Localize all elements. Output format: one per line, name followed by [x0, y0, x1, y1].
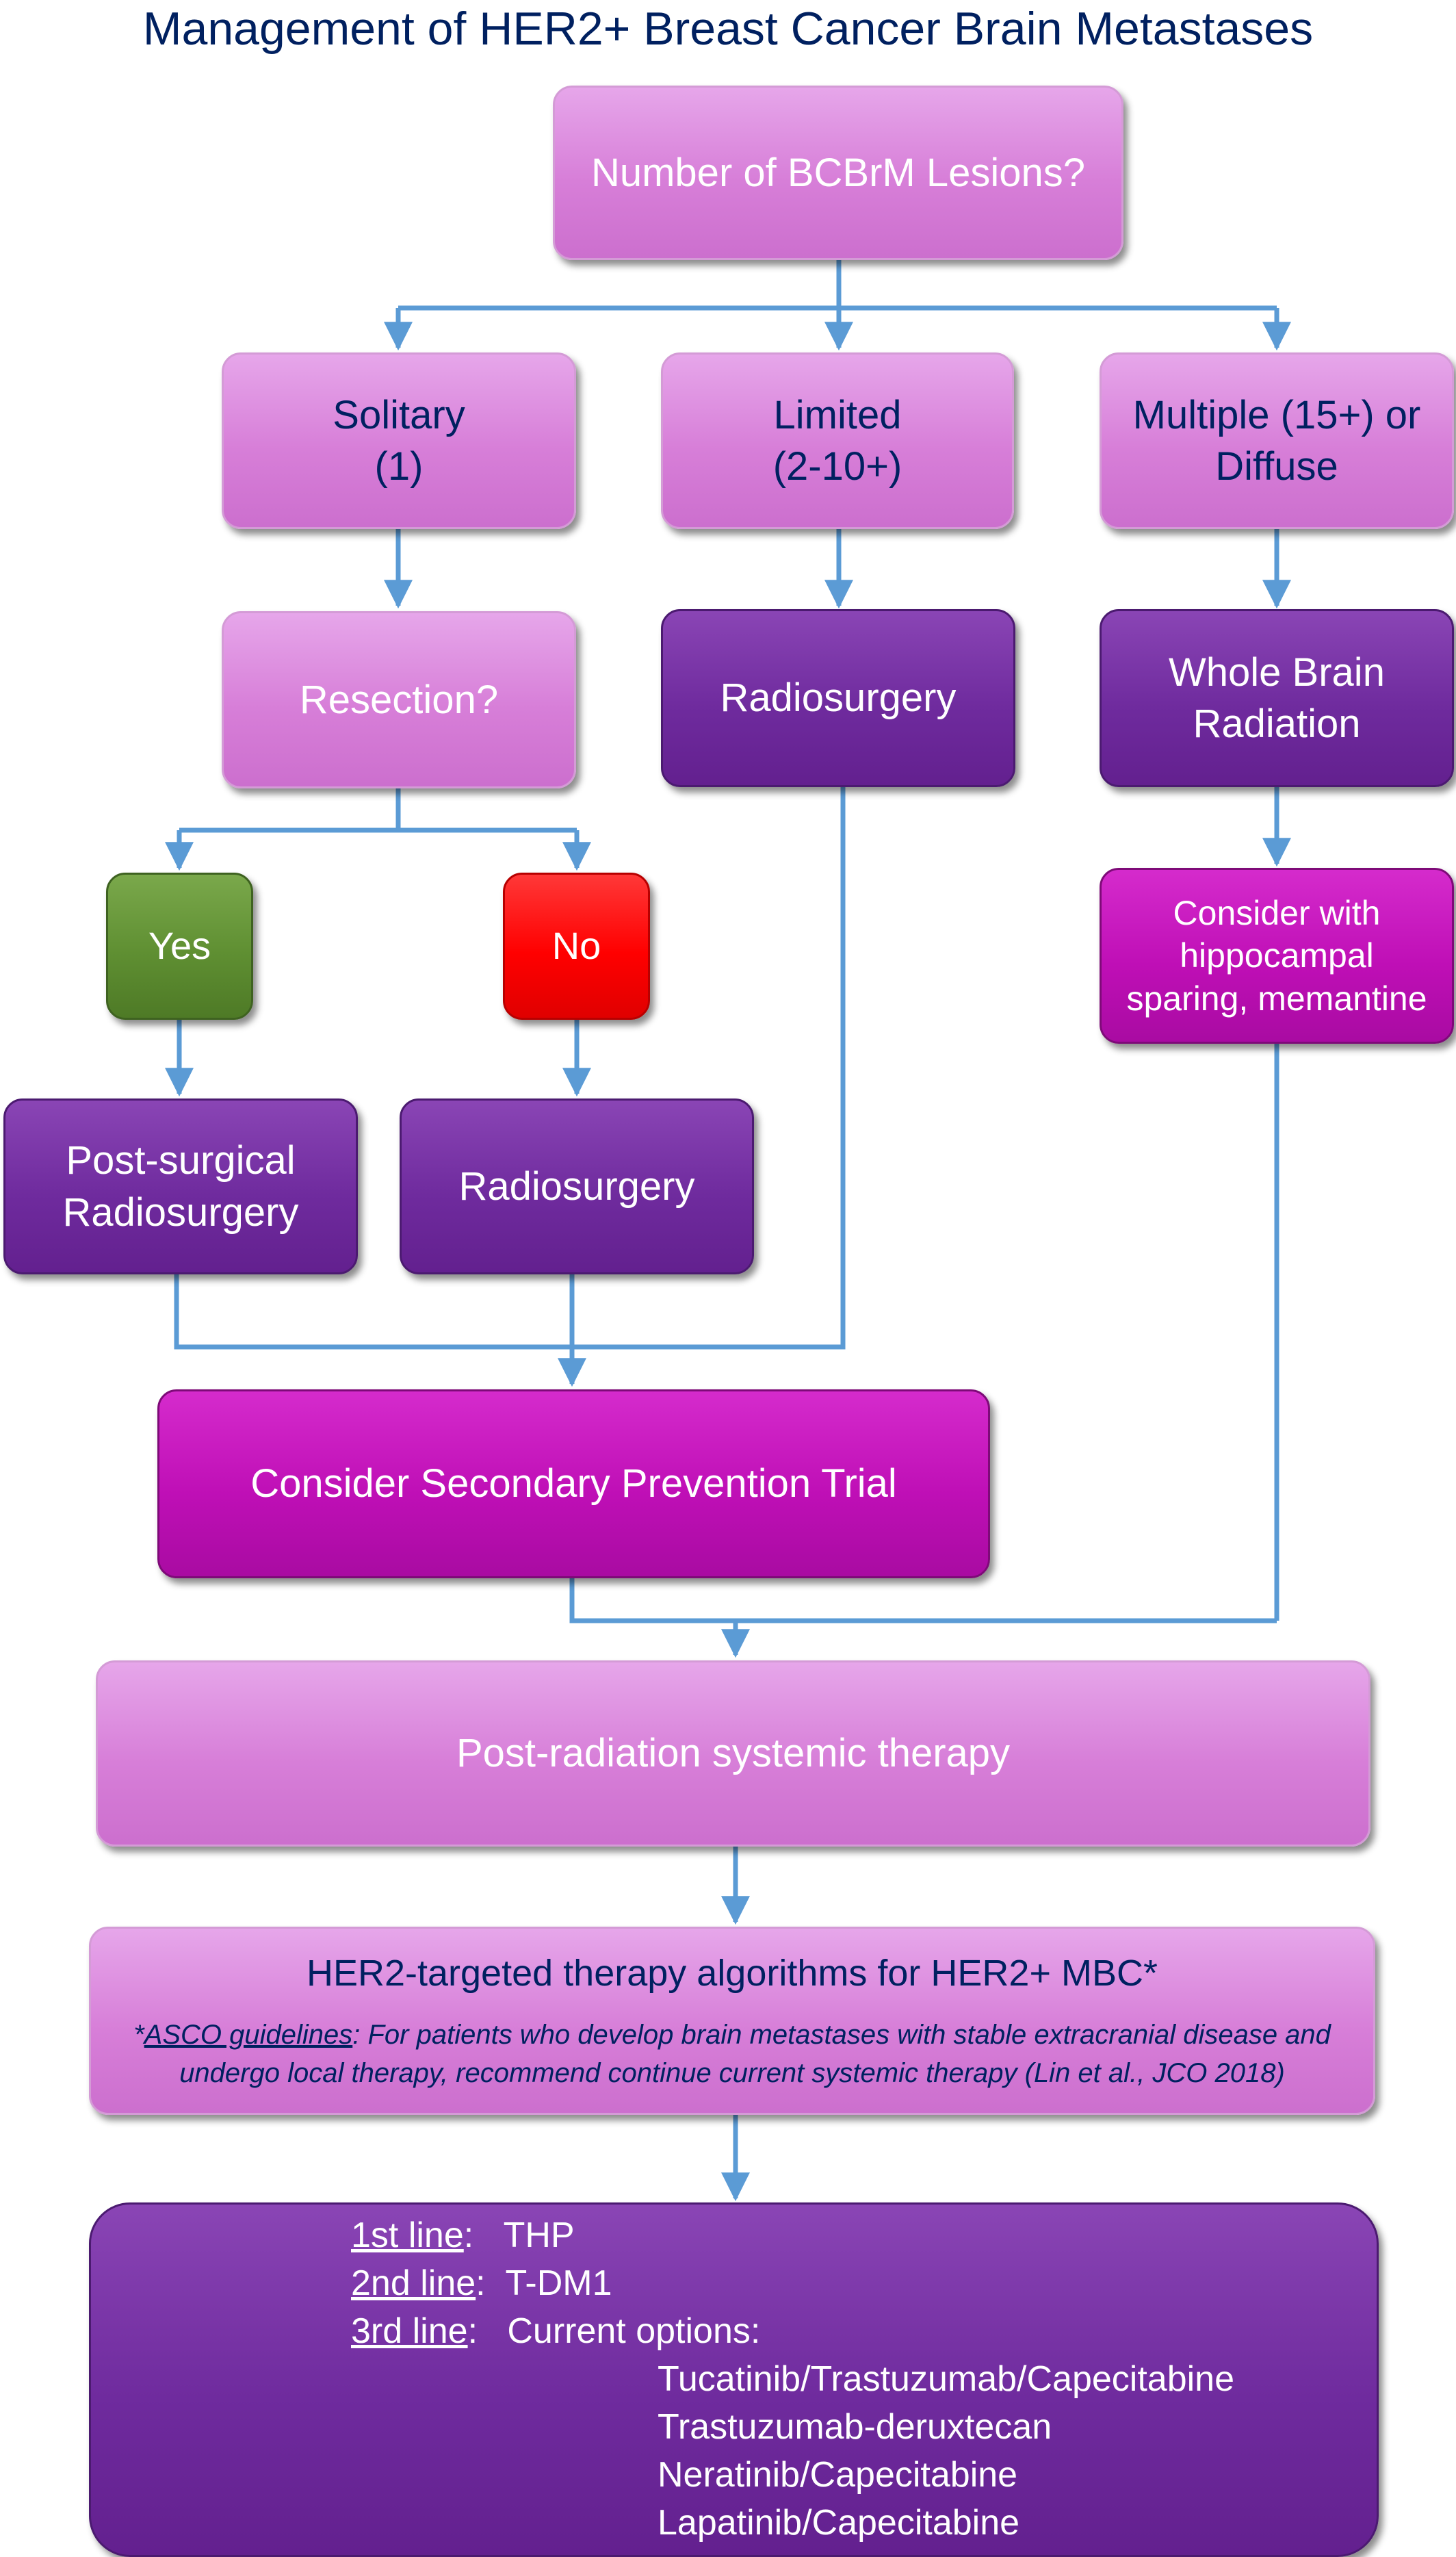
post-radiation-therapy-box: Post-radiation systemic therapy	[96, 1660, 1370, 1847]
first-line-label: 1st line	[351, 2215, 464, 2255]
asco-guidelines-link: ASCO guidelines	[144, 2019, 353, 2050]
note-asterisk: *	[133, 2019, 144, 2050]
limited-label: Limited (2-10+)	[772, 392, 902, 489]
lesions-question-box: Number of BCBrM Lesions?	[553, 86, 1123, 260]
whole-brain-radiation-label: Whole Brain Radiation	[1169, 650, 1385, 746]
third-line-row: 3rd line: Current options:	[351, 2311, 761, 2351]
connector-prevention-down	[569, 1578, 1277, 1623]
solitary-box: Solitary (1)	[222, 352, 576, 529]
connector-merge-left	[174, 1274, 572, 1350]
option-2: Trastuzumab-deruxtecan	[658, 2407, 1052, 2447]
no-label: No	[551, 924, 601, 968]
first-line-value: THP	[503, 2215, 575, 2255]
resection-question-label: Resection?	[299, 677, 499, 722]
therapy-lines-box: 1st line: THP 2nd line: T-DM1 3rd line: …	[89, 2202, 1379, 2557]
radiosurgery-no-box: Radiosurgery	[400, 1098, 754, 1274]
whole-brain-radiation-box: Whole Brain Radiation	[1100, 609, 1454, 787]
third-line-label: 3rd line	[351, 2311, 468, 2351]
third-line-value: Current options:	[507, 2311, 761, 2351]
option-4: Lapatinib/Capecitabine	[658, 2503, 1020, 2543]
first-line-row: 1st line: THP	[351, 2215, 575, 2255]
connector-merge-right	[572, 787, 846, 1350]
no-box: No	[503, 873, 650, 1020]
lesions-question-label: Number of BCBrM Lesions?	[590, 150, 1086, 195]
yes-label: Yes	[148, 924, 211, 968]
multiple-diffuse-label: Multiple (15+) or Diffuse	[1132, 392, 1421, 489]
radiosurgery-limited-label: Radiosurgery	[720, 676, 957, 721]
post-surgical-radiosurgery-label: Post-surgical Radiosurgery	[62, 1138, 299, 1235]
secondary-prevention-box: Consider Secondary Prevention Trial	[157, 1389, 990, 1578]
hippocampal-sparing-label: Consider with hippocampal sparing, meman…	[1126, 893, 1427, 1018]
secondary-prevention-label: Consider Secondary Prevention Trial	[250, 1461, 897, 1506]
hippocampal-sparing-box: Consider with hippocampal sparing, meman…	[1100, 868, 1454, 1044]
yes-box: Yes	[106, 873, 253, 1020]
her2-algorithm-title: HER2-targeted therapy algorithms for HER…	[306, 1953, 1158, 1994]
limited-box: Limited (2-10+)	[661, 352, 1014, 529]
second-line-value: T-DM1	[505, 2263, 612, 2303]
resection-question-box: Resection?	[222, 611, 576, 788]
second-line-row: 2nd line: T-DM1	[351, 2263, 612, 2303]
asco-guideline-text: : For patients who develop brain metasta…	[179, 2019, 1331, 2088]
option-3: Neratinib/Capecitabine	[658, 2455, 1018, 2495]
radiosurgery-limited-box: Radiosurgery	[661, 609, 1015, 787]
multiple-diffuse-box: Multiple (15+) or Diffuse	[1100, 352, 1454, 529]
page-title: Management of HER2+ Breast Cancer Brain …	[142, 3, 1314, 55]
solitary-label: Solitary (1)	[333, 392, 465, 489]
her2-algorithm-box: HER2-targeted therapy algorithms for HER…	[89, 1927, 1375, 2115]
second-line-label: 2nd line	[351, 2263, 476, 2303]
post-surgical-radiosurgery-box: Post-surgical Radiosurgery	[3, 1098, 358, 1274]
post-radiation-therapy-label: Post-radiation systemic therapy	[456, 1731, 1011, 1776]
asco-guideline-note: *ASCO guidelines: For patients who devel…	[118, 2016, 1346, 2092]
option-1: Tucatinib/Trastuzumab/Capecitabine	[658, 2359, 1235, 2399]
radiosurgery-no-label: Radiosurgery	[458, 1164, 695, 1209]
